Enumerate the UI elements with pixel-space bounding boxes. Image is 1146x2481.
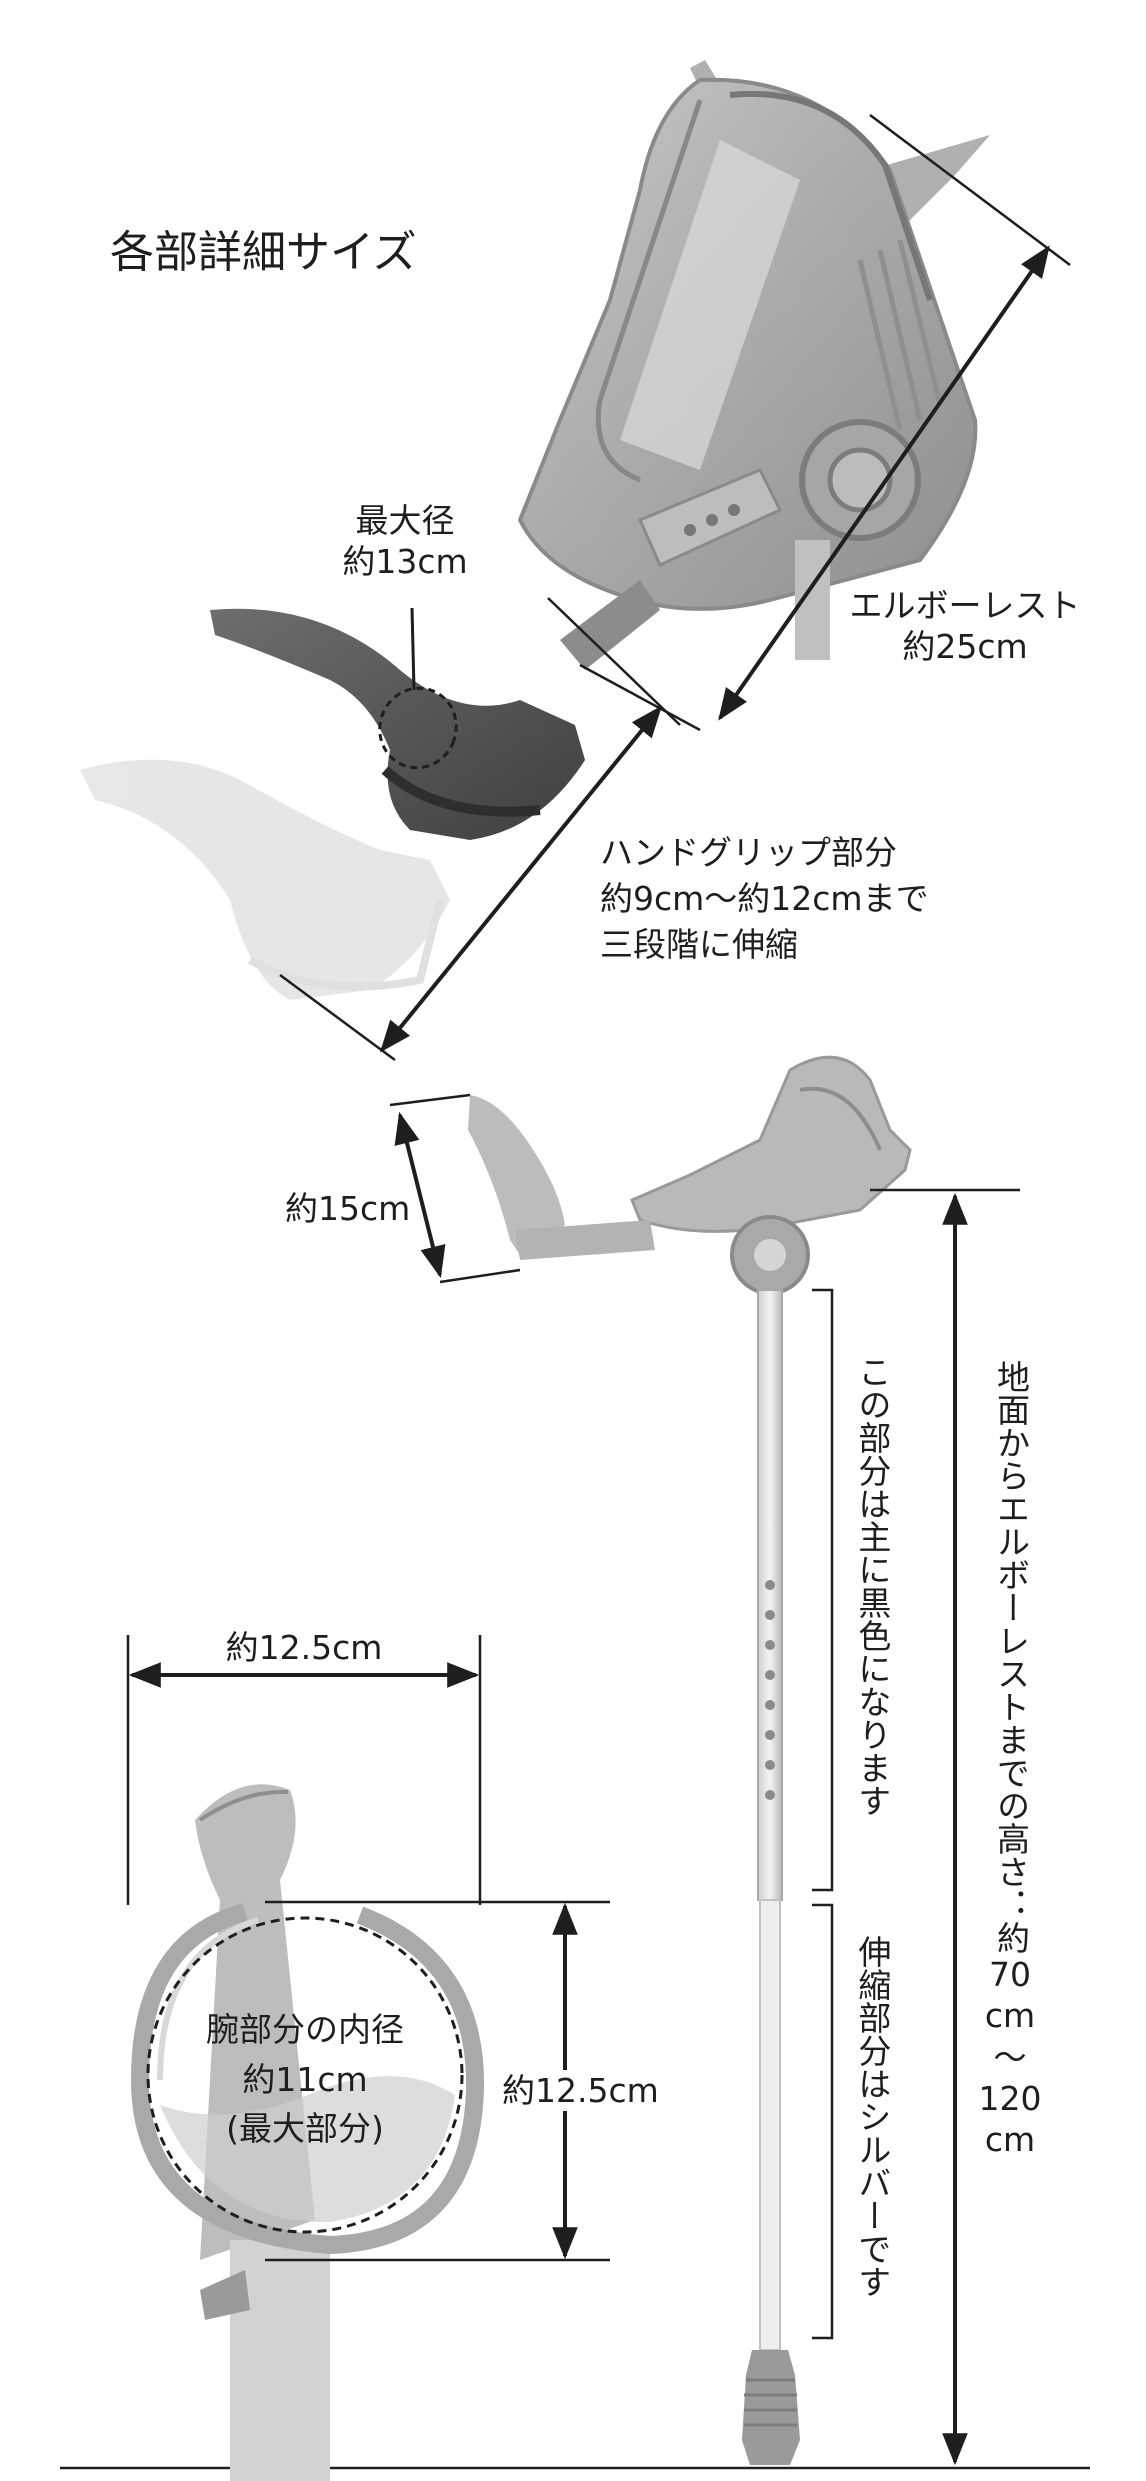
elbow-rest-value: 約25cm	[902, 627, 1028, 667]
floor-height-unit-1: cm	[984, 1996, 1036, 2036]
max-diameter-label: 最大径 約13cm	[330, 500, 480, 583]
arm-inner-note: (最大部分)	[226, 2109, 384, 2148]
hand-grip-title: ハンドグリップ部分	[600, 833, 897, 872]
floor-height-label: 地面からエルボーレストまでの高さ：約 70 cm 〜 120 cm	[972, 1360, 1048, 2160]
page-title: 各部詳細サイズ	[110, 227, 417, 278]
arm-inner-diameter-label: 腕部分の内径 約11cm (最大部分)	[195, 2005, 415, 2154]
floor-height-text: 地面からエルボーレストまでの高さ：約	[991, 1360, 1031, 1954]
max-diameter-value: 約13cm	[342, 542, 468, 582]
elbow-rest-title: エルボーレスト	[849, 586, 1081, 625]
cuff-height-label: 約12.5cm	[498, 2070, 663, 2112]
elbow-cuff-large	[517, 60, 990, 660]
hand-grip-note: 三段階に伸縮	[600, 925, 798, 965]
cuff-top-view	[130, 1784, 485, 2481]
floor-height-unit-2: cm	[984, 2120, 1036, 2159]
hand-grip-range: 約9cm〜約12cmまで	[600, 879, 929, 919]
silver-section-label: 伸縮部分はシルバーです	[852, 1935, 892, 2298]
grip-height-label: 約15cm	[285, 1189, 411, 1228]
elbow-rest-label: エルボーレスト 約25cm	[840, 585, 1090, 668]
floor-height-tilde: 〜	[993, 2037, 1027, 2077]
crutch-side-view	[468, 1055, 912, 2465]
arm-inner-value: 約11cm	[242, 2059, 368, 2099]
hand-grip-label: ハンドグリップ部分 約9cm〜約12cmまで 三段階に伸縮	[600, 830, 929, 969]
cuff-width-label: 約12.5cm	[225, 1628, 383, 1667]
arm-inner-title: 腕部分の内径	[206, 2010, 404, 2049]
floor-height-max: 120	[978, 2078, 1042, 2118]
floor-height-min: 70	[989, 1955, 1031, 1994]
black-section-label: この部分は主に黒色になります	[852, 1355, 892, 1817]
max-diameter-title: 最大径	[355, 501, 455, 540]
